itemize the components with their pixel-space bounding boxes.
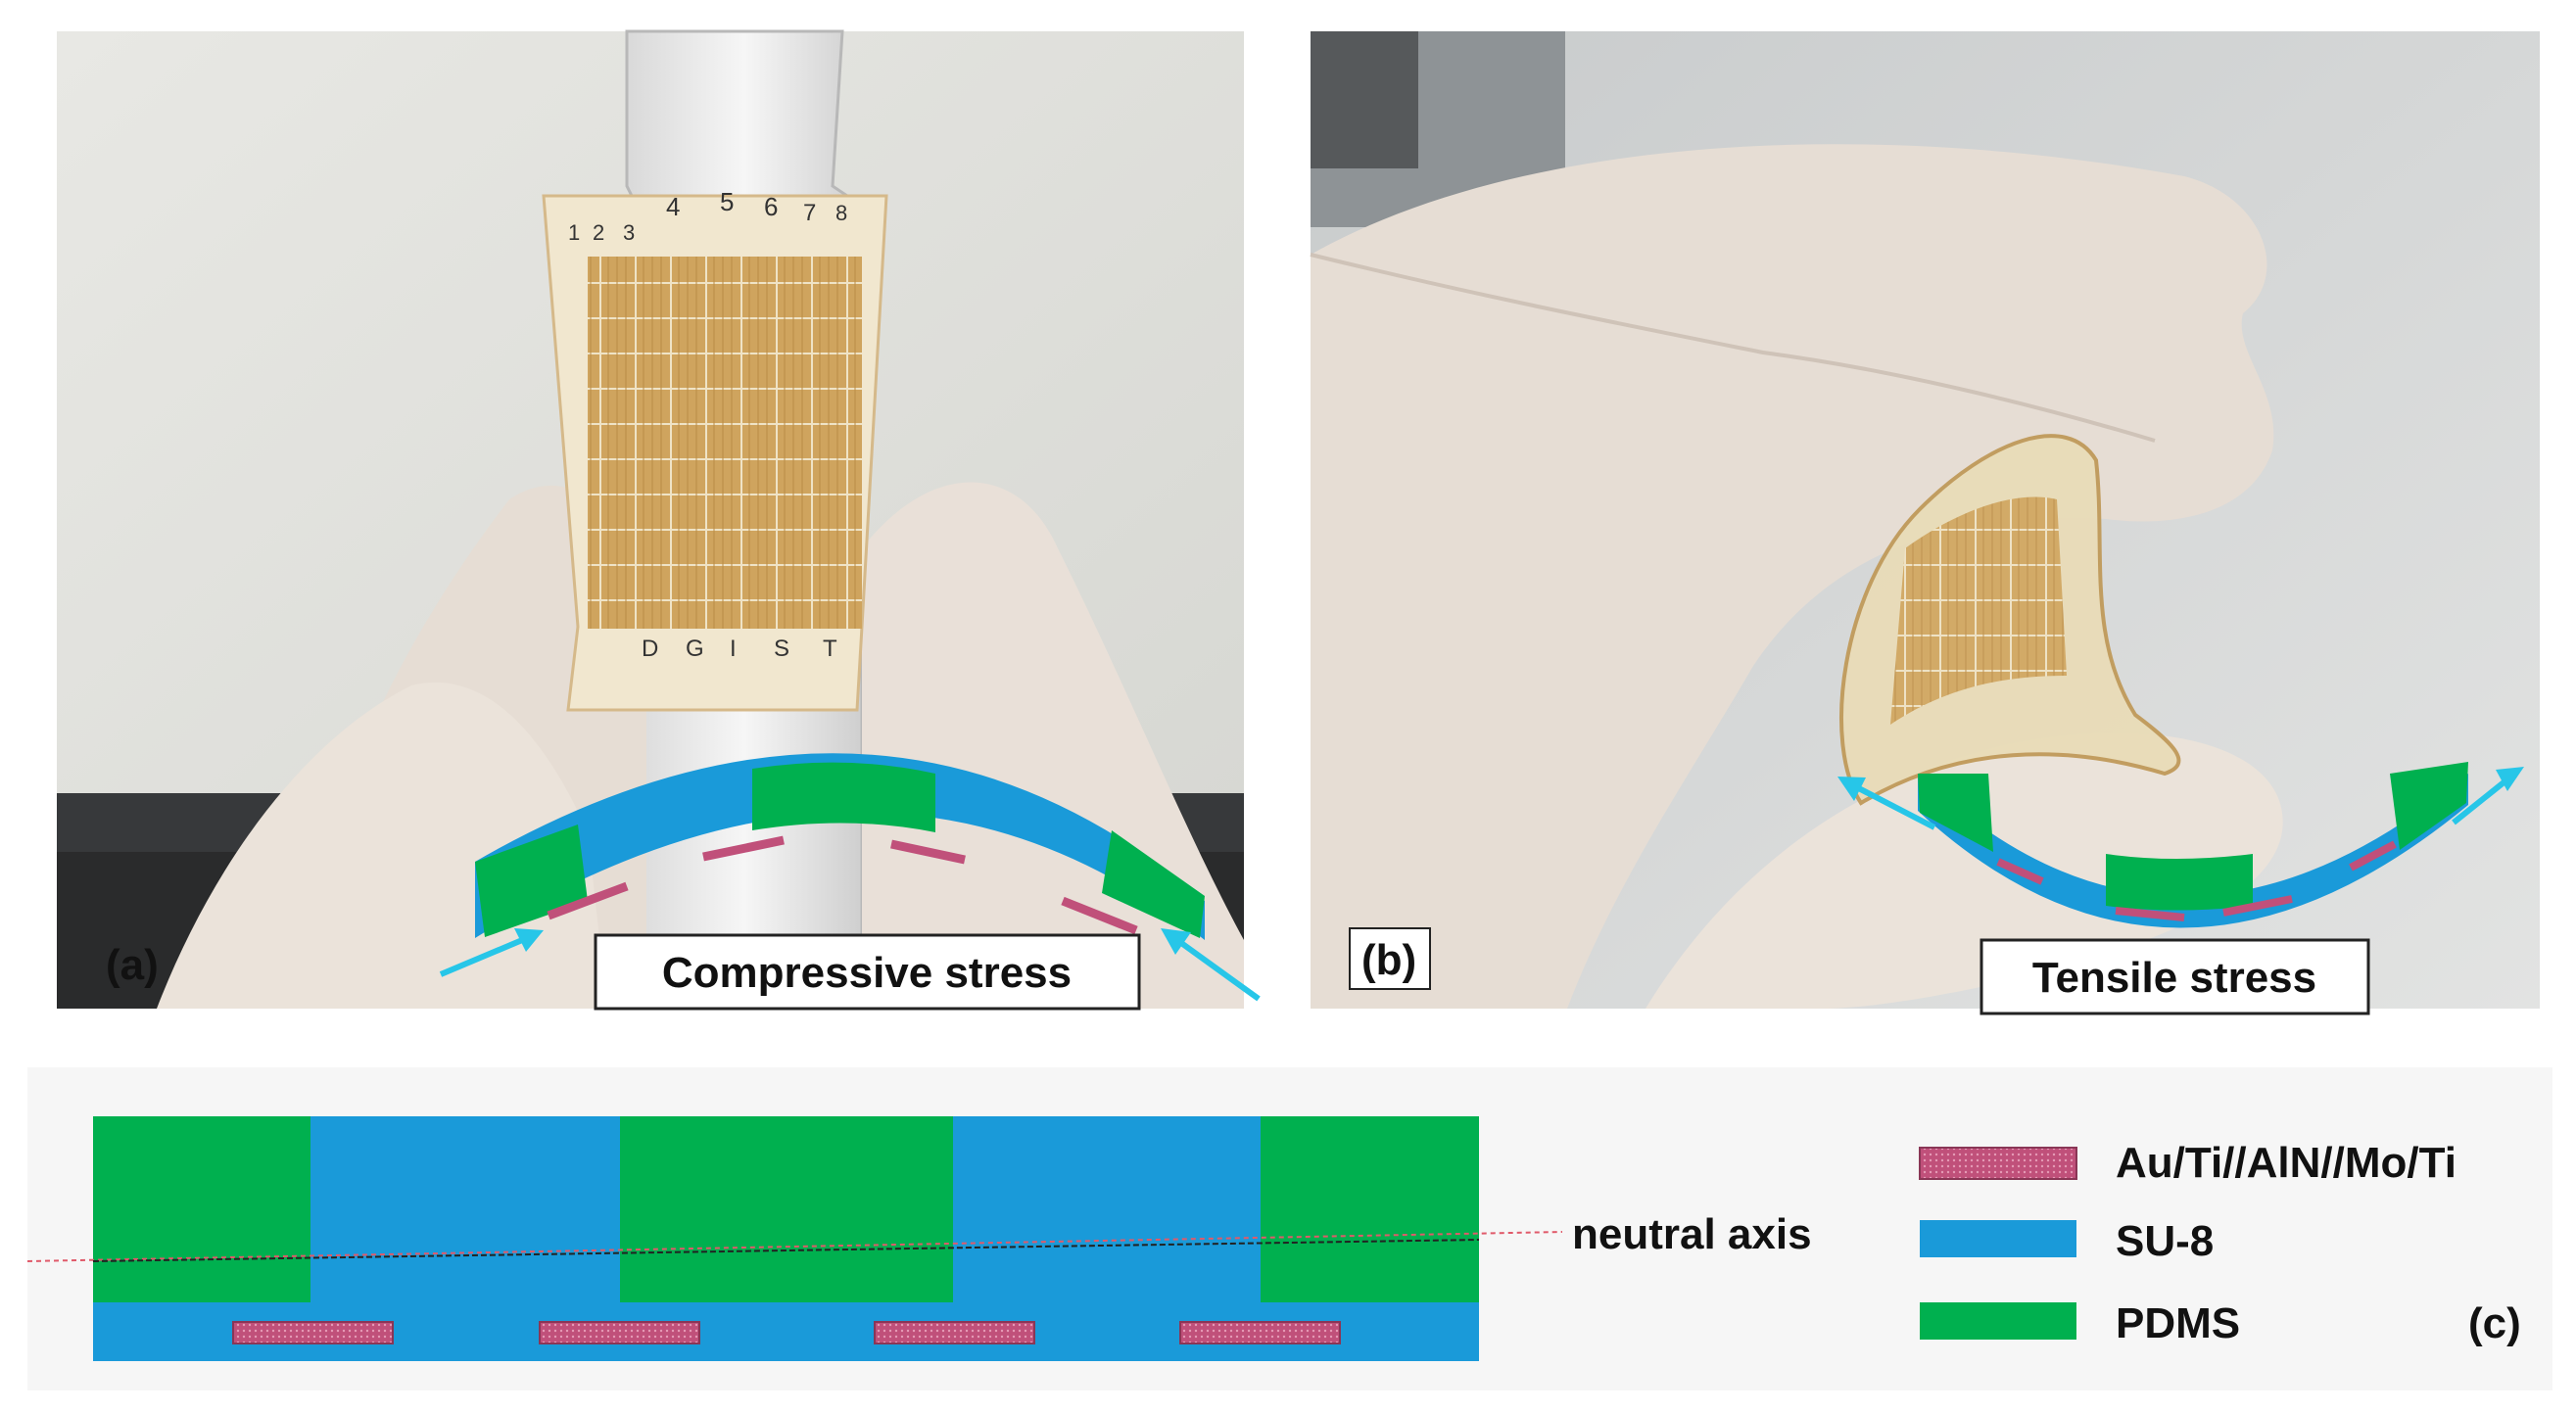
arrowhead-left xyxy=(514,928,544,952)
row-letter: I xyxy=(730,636,737,662)
su8-sagging-layer xyxy=(1918,774,2468,928)
electrode-segment-b xyxy=(1996,858,2044,885)
column-number: 8 xyxy=(835,201,847,225)
electrode xyxy=(874,1321,1035,1344)
panel-b-tag: (b) xyxy=(1361,936,1416,984)
pdms-block-left-b xyxy=(1918,774,1993,852)
column-number: 3 xyxy=(623,220,635,245)
legend-swatch-pdms xyxy=(1920,1302,2076,1340)
column-number: 7 xyxy=(803,200,816,226)
column-number: 6 xyxy=(764,192,778,221)
row-letter: G xyxy=(686,636,704,662)
panel-a-tag: (a) xyxy=(106,941,159,989)
legend-swatch-su8 xyxy=(1920,1220,2076,1257)
arrow-right-b xyxy=(2452,773,2514,825)
arrowhead-right-b xyxy=(2496,767,2524,791)
arrowhead-left-b xyxy=(1837,777,1866,801)
electrode xyxy=(539,1321,700,1344)
legend-label-electrode: Au/Ti//AlN//Mo/Ti xyxy=(2116,1139,2457,1187)
panel-b: (b) Tensile stress xyxy=(1310,31,2540,1015)
tensile-arrows xyxy=(1837,767,2524,830)
panel-a: 1 2 3 4 5 6 7 8 D G I S T xyxy=(57,29,1261,1011)
column-number: 1 xyxy=(568,220,580,245)
pdms-block-right xyxy=(1102,830,1205,938)
pdms-block-right-b xyxy=(2390,762,2468,850)
pdms-block xyxy=(93,1116,310,1302)
su8-arched-layer xyxy=(475,753,1205,940)
sensor-grid-a xyxy=(588,257,862,629)
arrow-left xyxy=(439,932,536,977)
compressive-arrows xyxy=(439,928,1261,1002)
neutral-axis-label: neutral axis xyxy=(1572,1210,1812,1258)
panel-b-tag-box xyxy=(1349,927,1431,990)
electrode-segment xyxy=(547,881,629,920)
pdms-block xyxy=(620,1116,953,1302)
row-letter: T xyxy=(823,636,837,662)
electrode-segment xyxy=(890,839,966,865)
column-numbers-a: 1 2 3 4 5 6 7 8 xyxy=(568,187,847,245)
row-letter: D xyxy=(642,636,658,662)
column-number: 2 xyxy=(593,220,604,245)
legend-label-su8: SU-8 xyxy=(2116,1217,2214,1265)
legend: Au/Ti//AlN//Mo/Ti SU-8 PDMS xyxy=(1919,1139,2457,1347)
row-letter: S xyxy=(774,636,789,662)
electrode xyxy=(232,1321,394,1344)
column-number: 4 xyxy=(666,192,680,221)
panel-c: neutral axis Au/Ti//AlN//Mo/Ti SU-8 PDMS… xyxy=(26,1067,2552,1390)
sensor-grid-b xyxy=(1890,496,2067,725)
compressive-stress-box xyxy=(594,933,1141,1011)
row-letters-a: D G I S T xyxy=(642,636,837,662)
legend-label-pdms: PDMS xyxy=(2116,1299,2240,1347)
neutral-axis-line-dark xyxy=(92,1239,1480,1262)
bent-layer-schematic-a xyxy=(475,753,1205,940)
column-number: 5 xyxy=(720,187,734,216)
bent-layer-schematic-b xyxy=(1918,762,2468,928)
legend-swatch-electrode xyxy=(1919,1147,2077,1180)
neutral-axis-line xyxy=(26,1231,1563,1262)
tensile-stress-box xyxy=(1980,938,2370,1015)
glove-hand-b xyxy=(1311,144,2274,1009)
arrow-right xyxy=(1169,932,1261,1002)
pdms-block-center xyxy=(752,762,935,832)
electrode-segment xyxy=(702,835,785,862)
electrode-segment-b xyxy=(2222,895,2293,917)
panel-c-tag: (c) xyxy=(2468,1299,2521,1347)
compressive-stress-label: Compressive stress xyxy=(662,949,1072,997)
electrode-segment-b xyxy=(2115,907,2185,921)
electrode-segment-b xyxy=(2349,840,2397,872)
pdms-block xyxy=(1261,1116,1479,1302)
electrode xyxy=(1179,1321,1341,1344)
arrowhead-right xyxy=(1161,928,1191,955)
electrode-segment xyxy=(1061,896,1138,935)
tensile-stress-label: Tensile stress xyxy=(2032,954,2316,1002)
pdms-block-center-b xyxy=(2106,854,2253,911)
arrow-left-b xyxy=(1847,780,1936,830)
